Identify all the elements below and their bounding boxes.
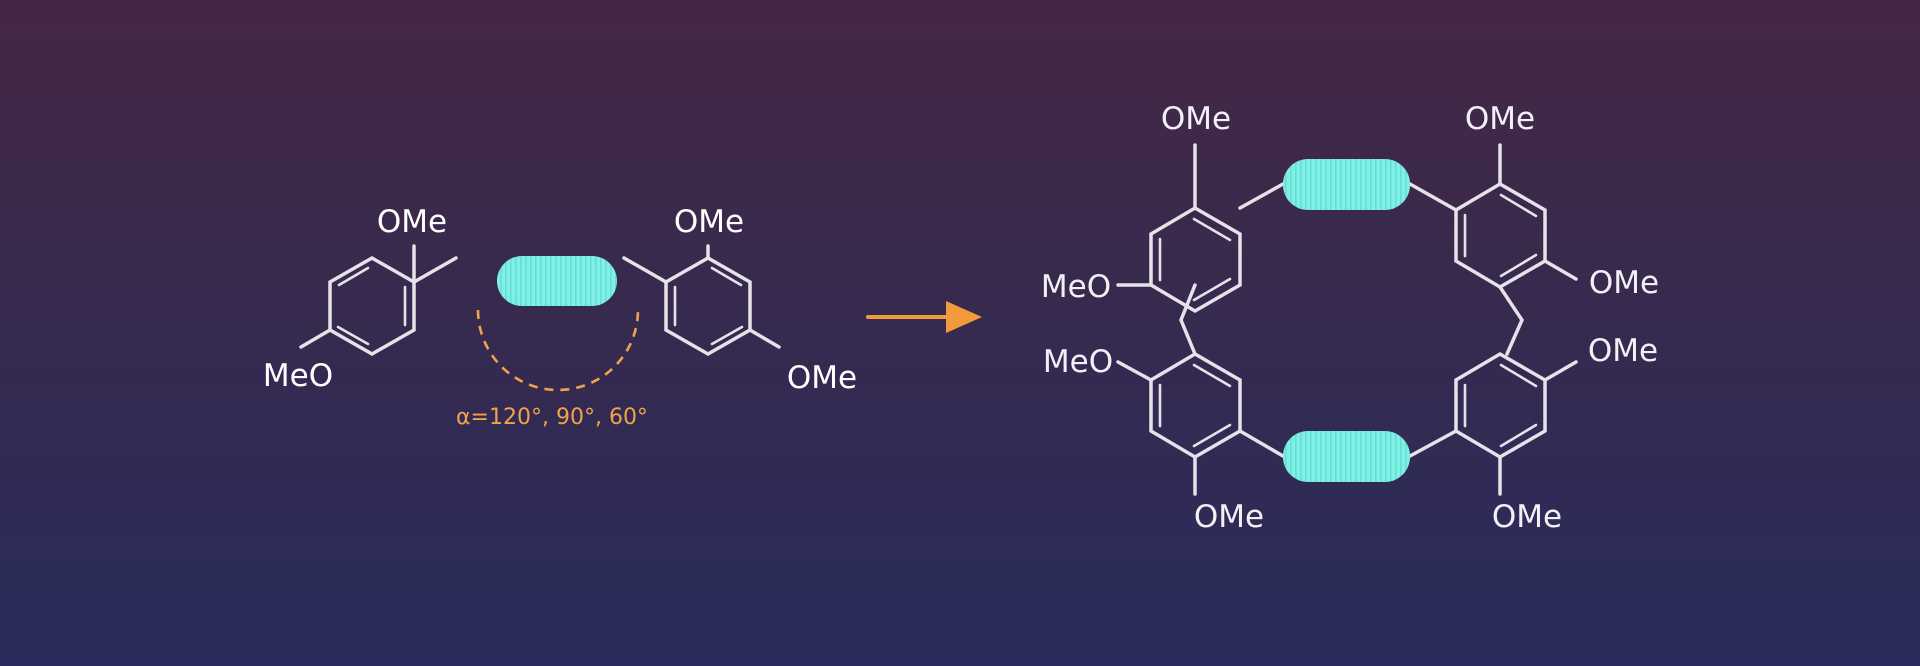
monomer-right-ome2-bond [748,328,781,349]
macro-ring-top-left [1149,205,1242,314]
macro-label-lower-right: OMe [1588,333,1658,369]
monomer-label-right: OMe [787,360,857,396]
angle-label: α=120°, 90°, 60° [456,405,648,430]
macro-ring-bottom-right [1454,351,1547,460]
linker-capsule-icon [1283,159,1410,210]
monomer-label-top-right: OMe [674,204,744,240]
macro-label-top-left: OMe [1161,101,1231,137]
right-benzene-ring [664,255,752,357]
macro-label-bottom-right: OMe [1492,499,1562,535]
linker-capsule-icon [1283,431,1410,482]
macro-lower-left-meo-bond [1116,360,1153,382]
macro-bottom-left-linker-bond [1238,429,1285,458]
macro-label-top-right: OMe [1465,101,1535,137]
monomer-label-top-left: OMe [377,204,447,240]
macro-top-right-linker-bond [1408,182,1458,212]
macro-left-ch2-bridge [1179,283,1197,356]
macrocycle: OMe OMe MeO OMe MeO OMe OMe OMe [1041,101,1659,535]
macro-ring-top-right [1454,181,1547,290]
monomer-label-left: MeO [263,358,333,394]
angle-arc [476,309,640,392]
reaction-arrow-icon [866,301,982,333]
macro-label-upper-left: MeO [1041,269,1111,305]
macro-bottom-right-linker-bond [1408,429,1458,458]
monomer: OMe OMe MeO OMe α=120°, 90°, 60° [263,204,857,430]
macro-label-upper-right: OMe [1589,265,1659,301]
macro-ring-bottom-left [1149,351,1242,460]
macro-lower-right-ome-bond [1543,360,1578,382]
macro-label-lower-left: MeO [1043,344,1113,380]
macro-upper-right-ome-bond [1543,259,1578,281]
macro-top-left-linker-bond [1238,182,1285,210]
monomer-left-linker-bond [412,256,458,284]
macro-right-ch2-bridge [1498,285,1524,356]
left-benzene-ring [328,255,416,357]
monomer-right-linker-bond [622,256,668,284]
macro-label-bottom-left: OMe [1194,499,1264,535]
monomer-left-meo-bond [299,328,332,349]
linker-capsule-icon [497,256,617,306]
